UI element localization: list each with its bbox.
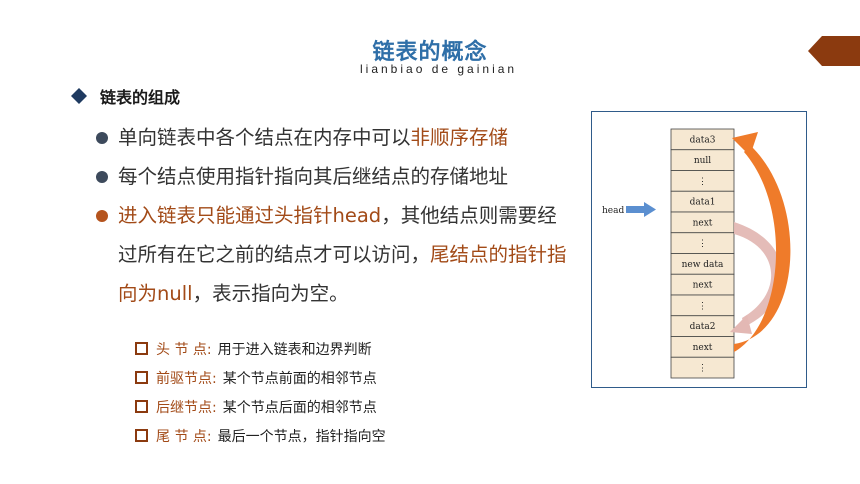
memory-cell-label: new data [682, 260, 724, 270]
bullet-item-1: 单向链表中各个结点在内存中可以非顺序存储 [96, 118, 576, 157]
memory-cell-label: ⋮ [698, 177, 707, 187]
term-item: 头 节 点:用于进入链表和边界判断 [135, 334, 386, 363]
bullet-text: 单向链表中各个结点在内存中可以非顺序存储 [118, 126, 509, 149]
checkbox-square-icon [135, 400, 148, 413]
memory-cell [670, 356, 735, 379]
memory-cell-label: null [694, 156, 711, 166]
bullet-dot [96, 171, 108, 183]
memory-cell-label: ⋮ [698, 239, 707, 249]
memory-cell-label: data1 [690, 198, 716, 208]
linked-list-diagram: data3 null ⋮ data1 next ⋮ new data next ⋮ data2 ne… [591, 111, 807, 388]
highlight-text: 非顺序存储 [410, 126, 509, 149]
page-title: 链表的概念 [372, 40, 488, 65]
bullet-list: 单向链表中各个结点在内存中可以非顺序存储 每个结点使用指针指向其后继结点的存储地… [96, 118, 576, 313]
highlight-text: 尾结点的指针指向为null [118, 243, 567, 305]
memory-cells: data3 null ⋮ data1 next ⋮ new data next ⋮ data2 ne… [670, 128, 735, 379]
term-item: 尾 节 点:最后一个节点，指针指向空 [135, 421, 386, 450]
term-item: 前驱节点:某个节点前面的相邻节点 [135, 363, 386, 392]
bullet-dot [96, 132, 108, 144]
diagram-canvas: data3 null ⋮ data1 next ⋮ new data next ⋮ data2 ne… [602, 128, 791, 379]
checkbox-square-icon [135, 371, 148, 384]
memory-cell-label: data2 [690, 322, 716, 332]
orange-arrowhead [732, 132, 758, 156]
checkbox-square-icon [135, 342, 148, 355]
memory-cell-label: next [693, 281, 713, 291]
memory-cell-label: next [693, 218, 713, 228]
term-item: 后继节点:某个节点后面的相邻节点 [135, 392, 386, 421]
bullet-text: 进入链表只能通过头指针head，其他结点则需要经过所有在它之前的结点才可以访问，… [118, 204, 567, 305]
section-heading: 链表的组成 [70, 84, 180, 108]
memory-cell-label: next [693, 343, 713, 353]
memory-cell-label: ⋮ [698, 364, 707, 374]
diamond-icon [71, 88, 87, 104]
term-list: 头 节 点:用于进入链表和边界判断 前驱节点:某个节点前面的相邻节点 后继节点:… [135, 334, 386, 450]
orange-arrow [734, 145, 791, 352]
corner-arrow-decoration [808, 36, 860, 66]
head-arrow [626, 202, 656, 217]
section-title: 链表的组成 [100, 88, 181, 107]
bullet-item-2: 每个结点使用指针指向其后继结点的存储地址 [96, 157, 576, 196]
bullet-item-3: 进入链表只能通过头指针head，其他结点则需要经过所有在它之前的结点才可以访问，… [96, 196, 576, 313]
highlight-text: 进入链表只能通过头指针head [118, 204, 382, 227]
head-label: head [602, 206, 624, 216]
pink-arrowhead [730, 315, 752, 334]
bullet-dot [96, 210, 108, 222]
bullet-text: 每个结点使用指针指向其后继结点的存储地址 [118, 165, 509, 188]
checkbox-square-icon [135, 429, 148, 442]
memory-cell-label: data3 [690, 135, 716, 145]
page-subtitle: lianbiao de gainian [360, 62, 518, 76]
memory-cell-label: ⋮ [698, 301, 707, 311]
